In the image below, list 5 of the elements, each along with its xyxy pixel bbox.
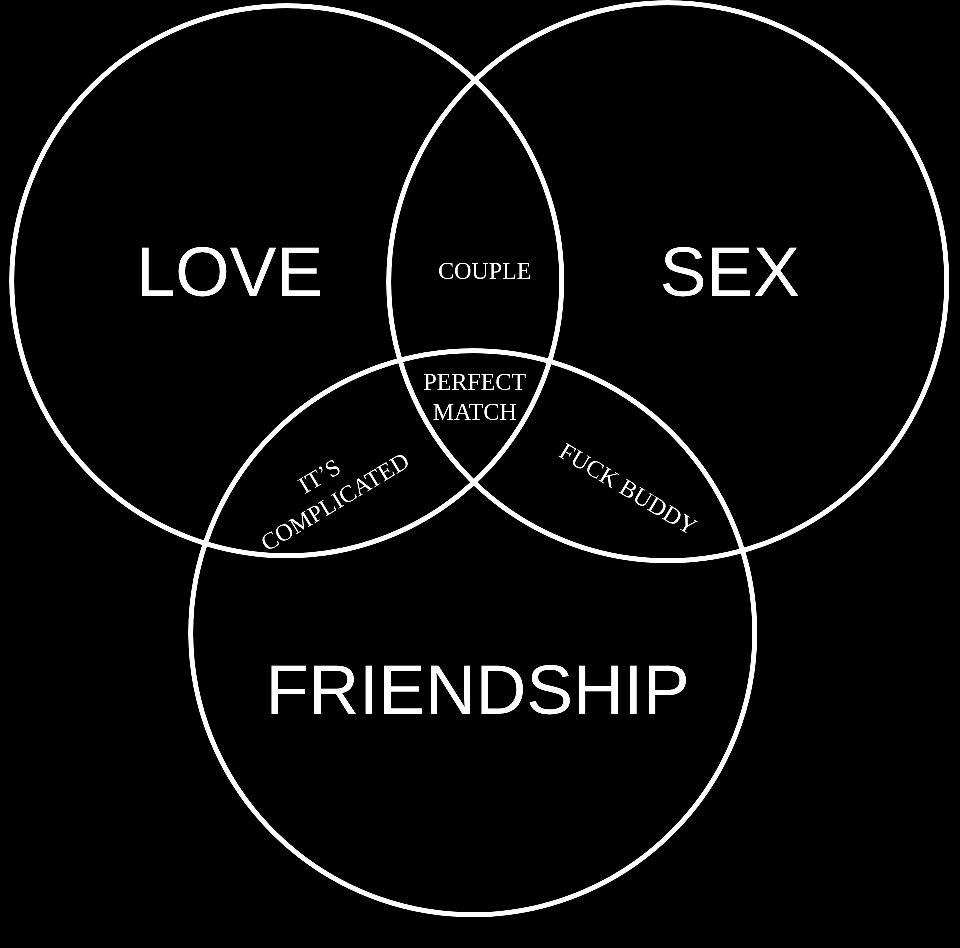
region-label: PERFECT MATCH <box>422 369 528 428</box>
region-label: COUPLE <box>437 258 533 287</box>
set-label: SEX <box>660 237 800 307</box>
set-label: FRIENDSHIP <box>266 655 690 725</box>
set-label: LOVE <box>136 237 324 307</box>
